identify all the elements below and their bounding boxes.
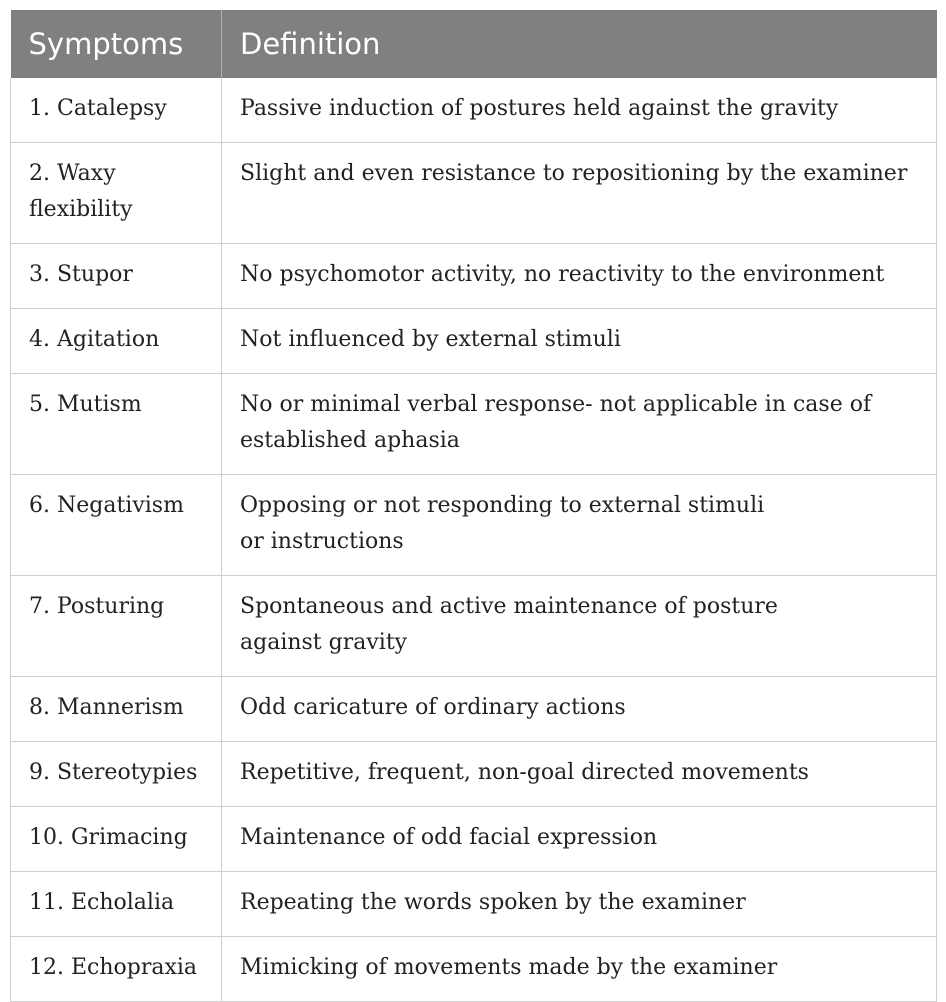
- symptom-cell: 6. Negativism: [10, 474, 222, 576]
- table-row: 12. Echopraxia Mimicking of movements ma…: [10, 936, 937, 1002]
- table-row: 10. Grimacing Maintenance of odd facial …: [10, 806, 937, 872]
- symptom-cell: 10. Grimacing: [10, 806, 222, 872]
- definition-cell: No or minimal verbal response- not appli…: [221, 373, 937, 475]
- definition-cell: Maintenance of odd facial expression: [221, 806, 937, 872]
- definition-cell: Spontaneous and active maintenance of po…: [221, 575, 937, 677]
- table-row: 6. Negativism Opposing or not responding…: [10, 474, 937, 576]
- symptom-cell: 2. Waxy flexibility: [10, 142, 222, 244]
- symptom-cell: 1. Catalepsy: [10, 78, 222, 143]
- table-header: Symptoms Definition: [10, 10, 937, 78]
- table-row: 8. Mannerism Odd caricature of ordinary …: [10, 676, 937, 742]
- symptoms-table-container: Symptoms Definition 1. Catalepsy Passive…: [10, 10, 937, 1002]
- table-row: 4. Agitation Not influenced by external …: [10, 308, 937, 374]
- definition-cell: Mimicking of movements made by the exami…: [221, 936, 937, 1002]
- symptom-cell: 9. Stereotypies: [10, 741, 222, 807]
- table-body: 1. Catalepsy Passive induction of postur…: [10, 78, 937, 1002]
- table-row: 3. Stupor No psychomotor activity, no re…: [10, 243, 937, 309]
- symptoms-table: Symptoms Definition 1. Catalepsy Passive…: [10, 10, 937, 1002]
- definition-cell: Repetitive, frequent, non-goal directed …: [221, 741, 937, 807]
- definition-cell: Passive induction of postures held again…: [221, 78, 937, 143]
- symptom-cell: 11. Echolalia: [10, 871, 222, 937]
- definition-cell: Repeating the words spoken by the examin…: [221, 871, 937, 937]
- symptom-cell: 5. Mutism: [10, 373, 222, 475]
- definition-cell: Not influenced by external stimuli: [221, 308, 937, 374]
- symptom-cell: 7. Posturing: [10, 575, 222, 677]
- definition-cell: Odd caricature of ordinary actions: [221, 676, 937, 742]
- table-row: 7. Posturing Spontaneous and active main…: [10, 575, 937, 677]
- symptom-cell: 3. Stupor: [10, 243, 222, 309]
- header-symptoms: Symptoms: [10, 10, 222, 78]
- definition-cell: Opposing or not responding to external s…: [221, 474, 937, 576]
- header-definition: Definition: [221, 10, 937, 78]
- table-row: 11. Echolalia Repeating the words spoken…: [10, 871, 937, 937]
- definition-cell: No psychomotor activity, no reactivity t…: [221, 243, 937, 309]
- symptom-cell: 4. Agitation: [10, 308, 222, 374]
- table-row: 1. Catalepsy Passive induction of postur…: [10, 78, 937, 143]
- definition-cell: Slight and even resistance to reposition…: [221, 142, 937, 244]
- table-row: 5. Mutism No or minimal verbal response-…: [10, 373, 937, 475]
- symptom-cell: 8. Mannerism: [10, 676, 222, 742]
- symptom-cell: 12. Echopraxia: [10, 936, 222, 1002]
- table-row: 9. Stereotypies Repetitive, frequent, no…: [10, 741, 937, 807]
- table-row: 2. Waxy flexibility Slight and even resi…: [10, 142, 937, 244]
- header-row: Symptoms Definition: [10, 10, 937, 78]
